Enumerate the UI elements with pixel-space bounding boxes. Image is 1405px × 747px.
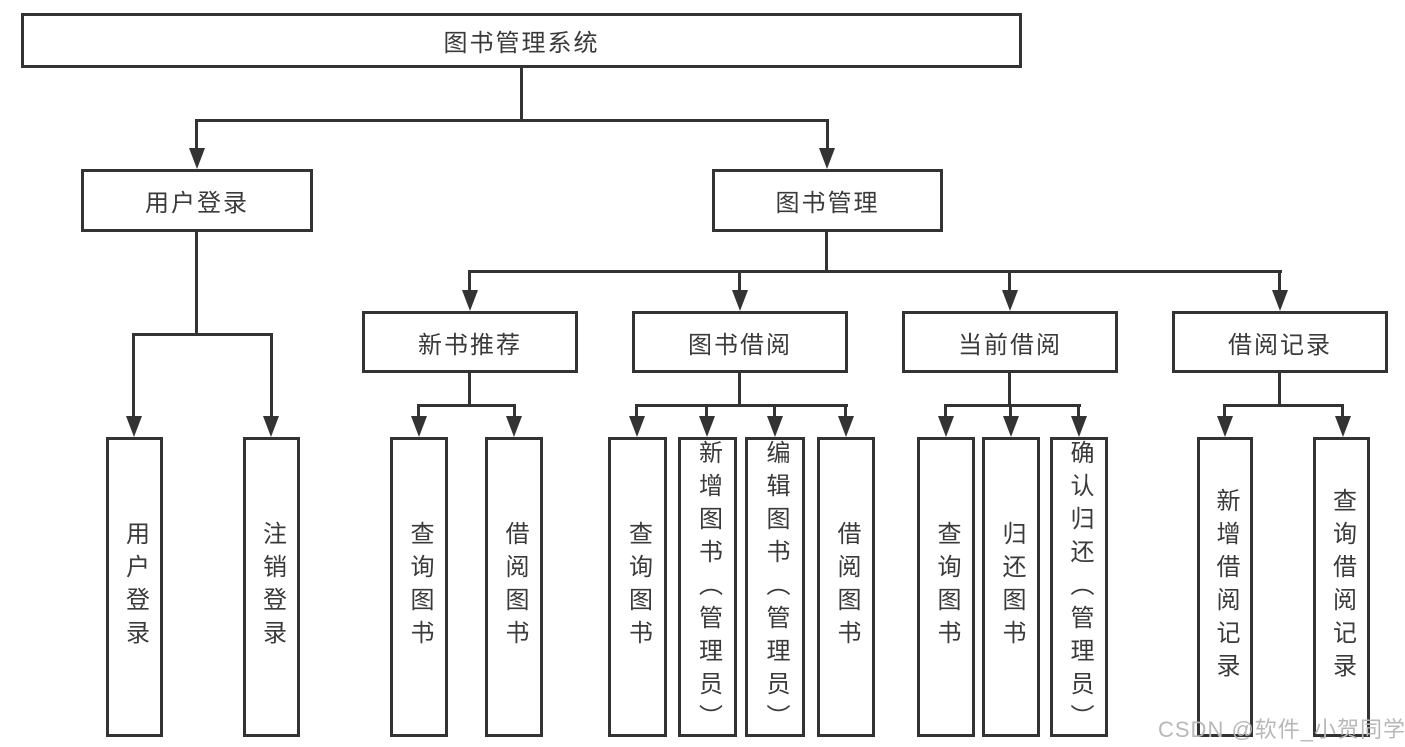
node-return-books: 归还图书 xyxy=(982,437,1040,737)
connector-line xyxy=(417,404,420,419)
arrow-down-icon xyxy=(699,416,715,437)
arrow-down-icon xyxy=(411,416,427,437)
node-label: 图书管理系统 xyxy=(443,30,600,57)
node-label: 当前借阅 xyxy=(958,331,1062,359)
connector-line xyxy=(195,232,198,336)
connector-line xyxy=(635,404,638,419)
connector-line xyxy=(132,333,135,419)
node-label: 图书管理 xyxy=(775,190,880,217)
connector-line xyxy=(826,119,829,151)
connector-line xyxy=(825,232,828,273)
arrow-down-icon xyxy=(189,148,205,169)
connector-line xyxy=(635,404,848,407)
node-label: 查询图书 xyxy=(406,521,433,653)
node-add-book-admin: 新增图书（管理员） xyxy=(678,437,737,737)
connector-line xyxy=(844,404,847,419)
connector-line xyxy=(468,373,471,407)
connector-line xyxy=(513,404,516,419)
arrow-down-icon xyxy=(462,290,478,311)
connector-line xyxy=(468,270,471,292)
node-current-borrow: 当前借阅 xyxy=(902,311,1118,373)
node-label: 查询借阅记录 xyxy=(1328,488,1356,686)
connector-line xyxy=(195,119,198,151)
arrow-down-icon xyxy=(938,416,954,437)
arrow-down-icon xyxy=(1071,416,1087,437)
node-query-books-1: 查询图书 xyxy=(390,437,448,737)
connector-line xyxy=(1223,404,1344,407)
arrow-down-icon xyxy=(263,416,279,437)
connector-line xyxy=(417,404,516,407)
arrow-down-icon xyxy=(126,416,142,437)
arrow-down-icon xyxy=(506,416,522,437)
arrow-down-icon xyxy=(1002,290,1018,311)
connector-line xyxy=(944,404,947,419)
node-book-borrow: 图书借阅 xyxy=(632,311,848,373)
node-library-system: 图书管理系统 xyxy=(21,13,1022,68)
node-label: 编辑图书（管理员） xyxy=(762,440,789,737)
node-confirm-return-admin: 确认归还（管理员） xyxy=(1050,437,1108,737)
node-borrow-books-2: 借阅图书 xyxy=(817,437,875,737)
node-label: 新增借阅记录 xyxy=(1212,488,1239,686)
node-query-borrow-record: 查询借阅记录 xyxy=(1313,437,1370,737)
node-leaf-logout: 注销登录 xyxy=(243,437,300,737)
connector-line xyxy=(738,270,741,292)
connector-line xyxy=(1278,373,1281,407)
node-label: 新增图书（管理员） xyxy=(694,440,722,737)
csdn-watermark: CSDN @软件_小贺同学 xyxy=(1158,717,1405,742)
connector-line xyxy=(195,119,829,122)
connector-line xyxy=(1341,404,1344,419)
connector-line xyxy=(1009,404,1012,419)
node-book-management: 图书管理 xyxy=(712,169,943,232)
node-edit-book-admin: 编辑图书（管理员） xyxy=(745,437,805,737)
node-new-book-recommend: 新书推荐 xyxy=(362,311,578,373)
connector-line xyxy=(1278,270,1281,292)
node-label: 用户登录 xyxy=(145,190,249,217)
node-label: 确认归还（管理员） xyxy=(1066,440,1093,737)
connector-line xyxy=(738,373,741,407)
connector-line xyxy=(1008,373,1011,407)
arrow-down-icon xyxy=(819,148,835,169)
connector-line xyxy=(132,333,273,336)
arrow-down-icon xyxy=(1217,416,1233,437)
connector-line xyxy=(944,404,1081,407)
connector-line xyxy=(270,333,273,419)
connector-line xyxy=(1008,270,1011,292)
connector-line xyxy=(520,68,523,122)
connector-line xyxy=(1223,404,1226,419)
node-label: 图书借阅 xyxy=(688,331,792,359)
node-add-borrow-record: 新增借阅记录 xyxy=(1197,437,1253,737)
node-query-books-2: 查询图书 xyxy=(608,437,667,737)
arrow-down-icon xyxy=(1003,416,1019,437)
node-query-books-3: 查询图书 xyxy=(917,437,975,737)
node-label: 借阅图书 xyxy=(501,521,528,653)
node-user-login: 用户登录 xyxy=(81,169,313,232)
arrow-down-icon xyxy=(767,416,783,437)
node-label: 注销登录 xyxy=(258,521,286,653)
node-label: 借阅图书 xyxy=(833,521,860,653)
arrow-down-icon xyxy=(1272,290,1288,311)
node-borrow-books-1: 借阅图书 xyxy=(485,437,543,737)
arrow-down-icon xyxy=(838,416,854,437)
connector-line xyxy=(1077,404,1080,419)
node-borrow-records: 借阅记录 xyxy=(1172,311,1388,373)
arrow-down-icon xyxy=(1335,416,1351,437)
node-label: 借阅记录 xyxy=(1228,331,1332,359)
connector-line xyxy=(705,404,708,419)
node-label: 新书推荐 xyxy=(418,331,522,359)
node-label: 归还图书 xyxy=(998,521,1025,653)
connector-line xyxy=(468,270,1282,273)
node-label: 查询图书 xyxy=(933,521,960,653)
arrow-down-icon xyxy=(629,416,645,437)
node-leaf-user-login: 用户登录 xyxy=(106,437,163,737)
arrow-down-icon xyxy=(732,290,748,311)
node-label: 用户登录 xyxy=(121,521,149,653)
node-label: 查询图书 xyxy=(624,521,652,653)
connector-line xyxy=(773,404,776,419)
